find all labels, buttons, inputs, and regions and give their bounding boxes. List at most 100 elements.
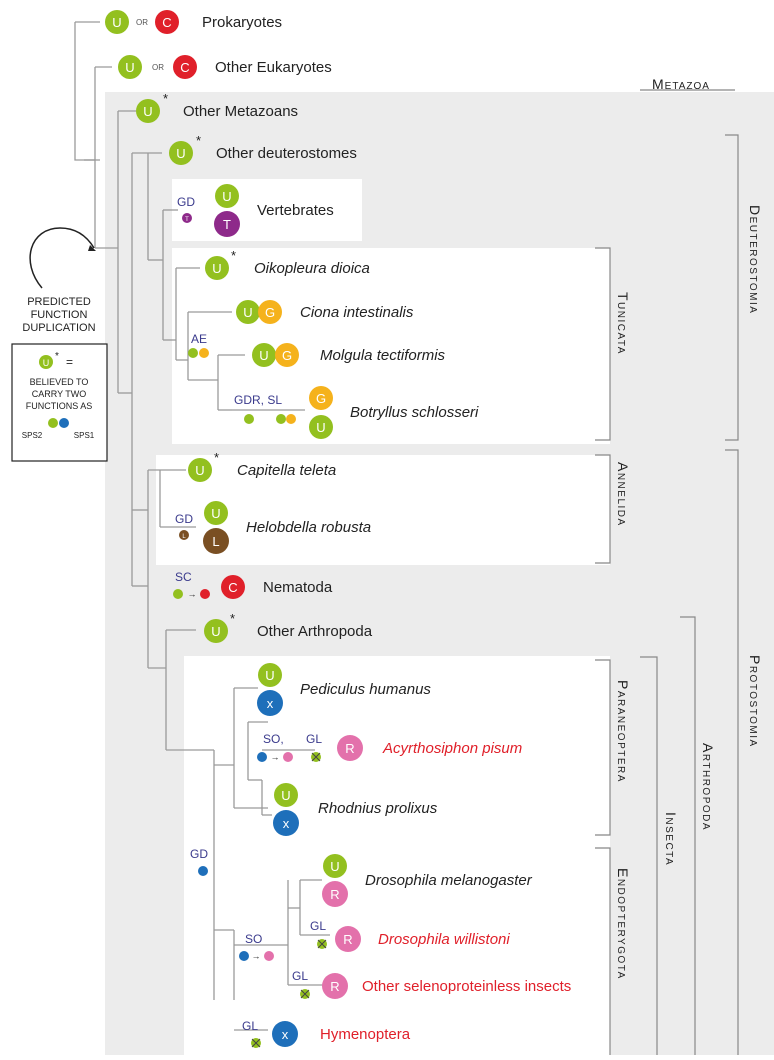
- t-threonine-circle: [214, 211, 240, 237]
- taxon-label-other-deuterostomes: Other deuterostomes: [216, 145, 357, 162]
- u-symbol: U: [211, 506, 220, 521]
- u-selenocysteine-circle: [118, 55, 142, 79]
- loss-cross-icon: [311, 752, 321, 762]
- t-symbol: T: [223, 217, 231, 232]
- clade-label-insecta: Insecta: [663, 812, 679, 866]
- u-mini-circle: [276, 414, 286, 424]
- endopterygota-event: SO →: [239, 932, 274, 961]
- u-selenocysteine-circle: [236, 300, 260, 324]
- other-arthropoda-node: U * Other Arthropoda: [204, 611, 373, 643]
- x-sps1-mini-circle: [59, 418, 69, 428]
- l-mini-symbol: L: [182, 534, 186, 540]
- other-selenoproteinless-node: GL R Other selenoproteinless insects: [292, 969, 571, 999]
- insecta-root-event: GD: [190, 847, 208, 876]
- g-symbol: G: [265, 305, 275, 320]
- dual-function-legend-box: U * = BELIEVED TO CARRY TWO FUNCTIONS AS…: [11, 343, 108, 462]
- event-alternative-exon: AE: [191, 332, 207, 346]
- loss-cross-icon: [317, 939, 327, 949]
- dual-function-star: *: [231, 248, 236, 263]
- u-selenocysteine-circle: [204, 619, 228, 643]
- c-cysteine-circle: [173, 55, 197, 79]
- g-symbol: G: [316, 391, 326, 406]
- tunicata-box: [172, 248, 610, 444]
- molgula-node: U G Molgula tectiformis: [252, 343, 446, 367]
- tree-branches: [74, 21, 330, 1031]
- other-deuterostomes-node: U * Other deuterostomes: [169, 133, 357, 165]
- r-mini-circle: [264, 951, 274, 961]
- legend-believed-line3: FUNCTIONS AS: [26, 401, 93, 411]
- dual-function-star: *: [196, 133, 201, 148]
- u-selenocysteine-circle: [205, 256, 229, 280]
- u-symbol: U: [265, 668, 274, 683]
- u-selenocysteine-circle: [136, 99, 160, 123]
- taxon-label-ciona: Ciona intestinalis: [300, 304, 414, 321]
- r-arginine-circle: [335, 926, 361, 952]
- l-symbol: L: [212, 534, 219, 549]
- c-cysteine-circle: [221, 575, 245, 599]
- event-gene-duplication: GD: [177, 195, 195, 209]
- taxon-label-nematoda: Nematoda: [263, 579, 333, 596]
- u-symbol: U: [222, 189, 231, 204]
- t-mini-circle: [182, 213, 192, 223]
- drosophila-melanogaster-node: U R Drosophila melanogaster: [322, 854, 533, 907]
- hymenoptera-node: GL x Hymenoptera: [242, 1019, 411, 1048]
- clade-label-protostomia: Protostomia: [747, 655, 763, 748]
- legend-believed-line1: BELIEVED TO: [30, 377, 89, 387]
- dual-function-star: *: [163, 91, 168, 106]
- taxon-label-other-metazoans: Other Metazoans: [183, 103, 298, 120]
- or-label: OR: [152, 63, 164, 72]
- acyrthosiphon-node: SO, → GL R Acyrthosiphon pisum: [257, 732, 522, 762]
- event-gene-loss: GL: [292, 969, 308, 983]
- pediculus-node: U x Pediculus humanus: [257, 663, 431, 716]
- loss-cross-icon: [251, 1038, 261, 1048]
- u-symbol: U: [125, 60, 134, 75]
- prokaryotes-node: U OR C Prokaryotes: [105, 10, 282, 34]
- taxon-label-vertebrates: Vertebrates: [257, 202, 334, 219]
- nematoda-node: SC → C Nematoda: [173, 570, 333, 599]
- clade-label-metazoa: Metazoa: [652, 76, 710, 92]
- r-symbol: R: [330, 979, 339, 994]
- taxon-label-rhodnius: Rhodnius prolixus: [318, 800, 438, 817]
- r-mini-circle: [283, 752, 293, 762]
- g-glycine-circle: [275, 343, 299, 367]
- c-symbol: C: [162, 15, 171, 30]
- or-label: OR: [136, 18, 148, 27]
- x-mini-circle: [239, 951, 249, 961]
- legend-believed-line2: CARRY TWO: [32, 389, 87, 399]
- u-symbol: U: [143, 104, 152, 119]
- u-selenocysteine-circle: [274, 783, 298, 807]
- clade-label-arthropoda: Arthropoda: [700, 743, 716, 831]
- other-metazoans-node: U * Other Metazoans: [136, 91, 298, 123]
- clade-label-tunicata: Tunicata: [615, 292, 631, 355]
- taxon-label-other-arthropoda: Other Arthropoda: [257, 623, 373, 640]
- event-sec-to-cys: SC: [175, 570, 192, 584]
- taxon-label-hymenoptera: Hymenoptera: [320, 1026, 411, 1043]
- u-selenocysteine-circle: [323, 854, 347, 878]
- taxon-label-capitella: Capitella teleta: [237, 462, 336, 479]
- legend-equals: =: [66, 355, 73, 369]
- u-selenocysteine-circle: [215, 184, 239, 208]
- taxon-label-drosophila-melanogaster: Drosophila melanogaster: [365, 872, 533, 889]
- taxon-label-helobdella: Helobdella robusta: [246, 519, 371, 536]
- l-mini-circle: [179, 530, 189, 540]
- legend-sps1: SPS1: [74, 431, 95, 440]
- t-mini-symbol: T: [185, 217, 189, 223]
- c-cysteine-circle: [155, 10, 179, 34]
- clade-label-endopterygota: Endopterygota: [615, 868, 631, 980]
- x-symbol: x: [267, 696, 274, 711]
- event-sps1-only: SO: [245, 932, 262, 946]
- conversion-arrow: →: [271, 752, 280, 762]
- event-gene-loss: GL: [242, 1019, 258, 1033]
- u-selenocysteine-circle: [105, 10, 129, 34]
- other-eukaryotes-node: U OR C Other Eukaryotes: [118, 55, 332, 79]
- taxon-label-drosophila-willistoni: Drosophila willistoni: [378, 931, 510, 948]
- u-symbol: U: [112, 15, 121, 30]
- dual-function-star: *: [214, 450, 219, 465]
- rhodnius-node: U x Rhodnius prolixus: [273, 783, 438, 836]
- u-selenocysteine-circle: [188, 458, 212, 482]
- ciona-node: AE U G Ciona intestinalis: [188, 300, 414, 358]
- loss-cross-icon: [300, 989, 310, 999]
- u-symbol: U: [316, 420, 325, 435]
- g-mini-circle: [199, 348, 209, 358]
